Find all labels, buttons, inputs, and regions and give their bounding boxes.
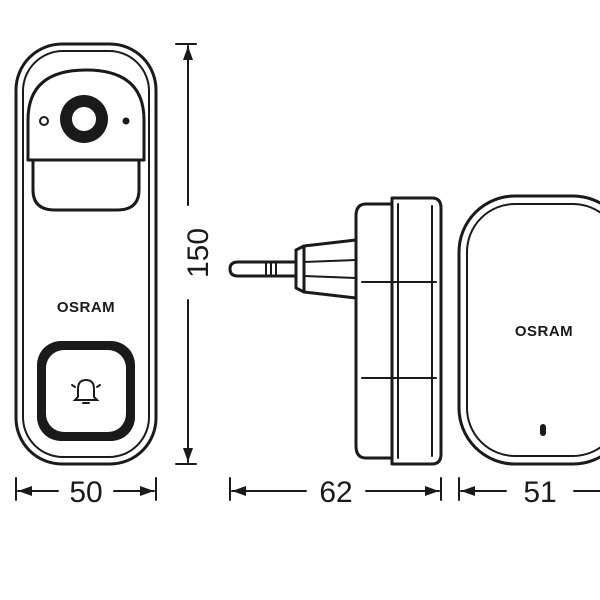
camera-lens-inner [72, 107, 96, 131]
sensor-dot-right-icon [122, 117, 130, 125]
dimension-doorbell-width-label: 50 [69, 476, 102, 509]
doorbell-width-dimension: 50 [15, 476, 157, 509]
plug-pin [228, 260, 298, 278]
doorbell-logo: OSRAM [57, 299, 115, 316]
plug-body-front [390, 196, 443, 466]
dimension-chime-width-label: 51 [523, 476, 556, 509]
chime-width-dimension: 51 [458, 476, 600, 509]
plug-width-dimension: 62 [229, 476, 442, 509]
plug-collar [294, 244, 306, 294]
bell-button-face[interactable] [46, 350, 126, 432]
plug-neck [302, 238, 358, 300]
height-dimension: 150 [175, 43, 215, 465]
chime-logo: OSRAM [515, 323, 573, 340]
doorbell-inner-face [22, 50, 150, 458]
dimension-plug-width-label: 62 [319, 476, 352, 509]
camera-lower-panel [31, 158, 141, 212]
chime-inner-face [466, 203, 600, 457]
doorbell-outer-body [14, 42, 158, 466]
plug-body-back [354, 202, 394, 460]
camera-module [26, 68, 146, 162]
chime-status-led-icon [540, 424, 546, 436]
dimension-height-label: 150 [182, 228, 215, 278]
chime-unit: OSRAM [457, 194, 600, 466]
plug-adapter [228, 196, 443, 466]
sensor-dot-left-icon [39, 116, 49, 126]
video-doorbell: OSRAM [14, 42, 158, 466]
bell-icon [71, 378, 101, 404]
chime-outer-body [457, 194, 600, 466]
